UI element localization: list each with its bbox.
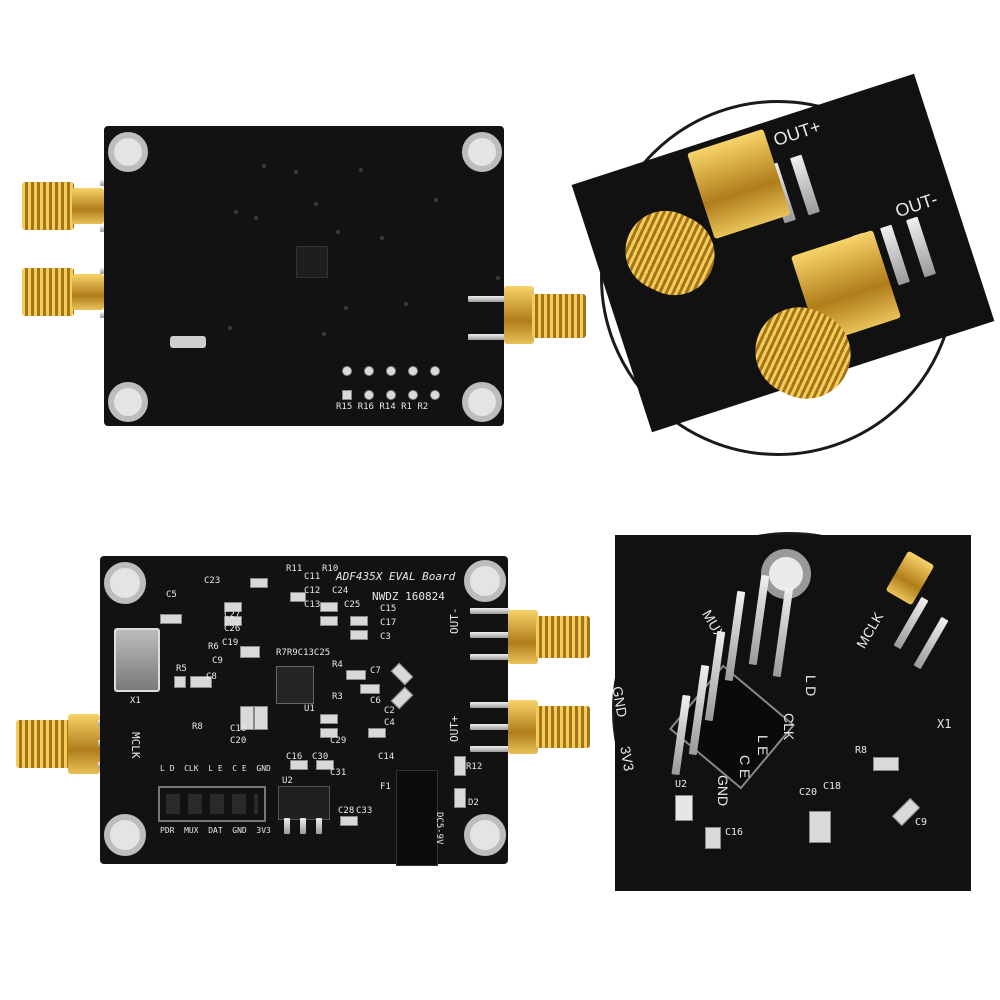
board-front-photo: ADF435X EVAL Board NWDZ 160824 X1 U1: [0, 550, 600, 880]
board-maker: NWDZ 160824: [372, 590, 445, 603]
chip-u1: [276, 666, 314, 704]
out-minus-label: OUT-: [448, 607, 461, 635]
out-plus-label: OUT+: [448, 715, 461, 743]
dc-power-jack: [396, 770, 438, 866]
mclk-label: MCLK: [129, 732, 142, 759]
regulator-u2: [278, 786, 330, 820]
board-title: ADF435X EVAL Board: [336, 570, 456, 583]
back-resistor-labels: R15 R16 R14 R1 R2: [336, 402, 429, 412]
zoom-circle-outputs: OUT+ OUT-: [571, 73, 995, 456]
pcb-back: R15 R16 R14 R1 R2: [104, 126, 504, 426]
zoom-circle-header: GND 3V3 MUX CLK L D L E C E GND MCLK U2 …: [609, 532, 971, 891]
crystal-x1: [114, 628, 160, 692]
pcb-front: ADF435X EVAL Board NWDZ 160824 X1 U1: [100, 556, 508, 866]
pin-header: [158, 786, 266, 822]
board-back-photo: R15 R16 R14 R1 R2: [0, 110, 600, 440]
